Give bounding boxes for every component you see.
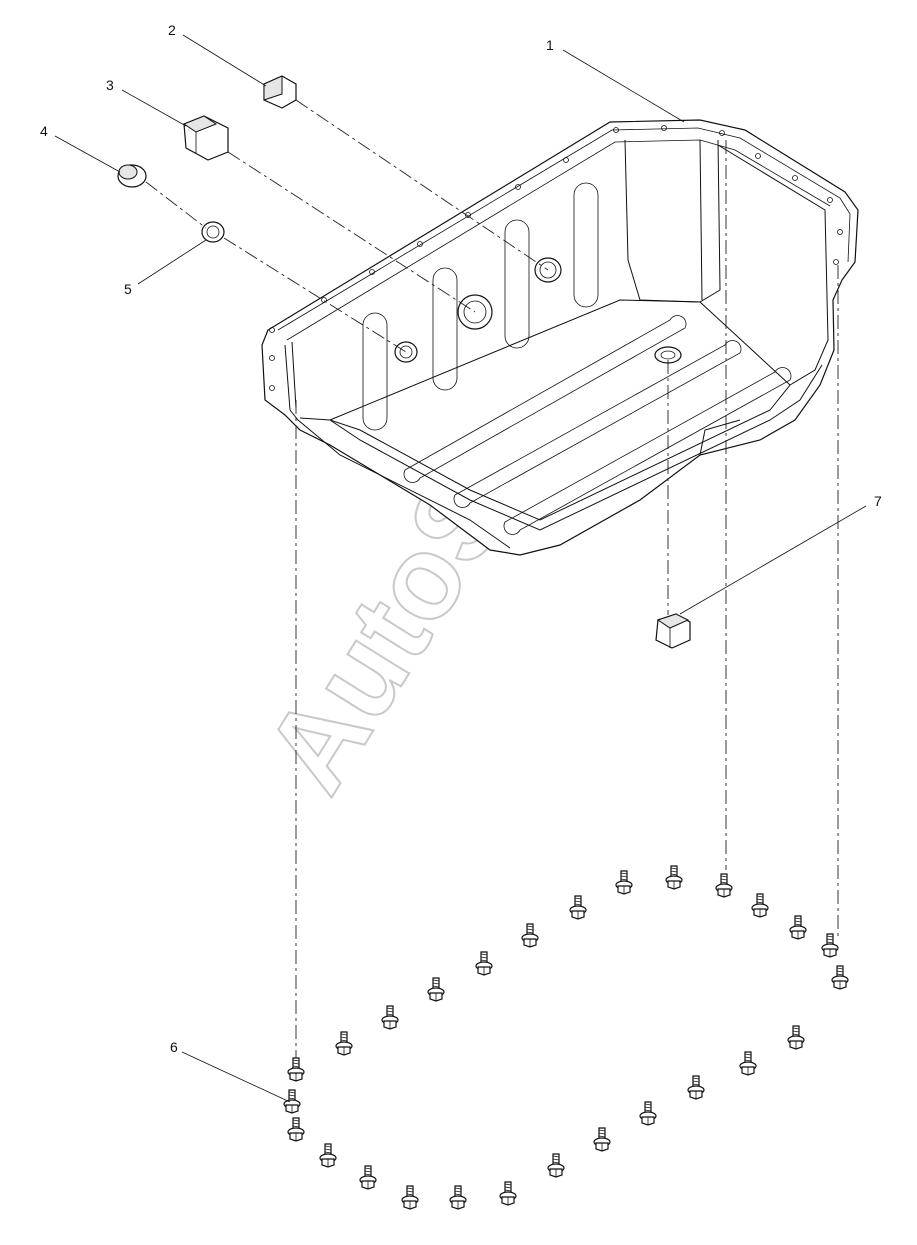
bolt-26[interactable] — [739, 1051, 757, 1076]
bolt-11[interactable] — [427, 977, 445, 1002]
bolt-12[interactable] — [381, 1005, 399, 1030]
washer-part-5[interactable] — [201, 221, 225, 243]
oil-pan[interactable] — [261, 119, 859, 556]
callout-1: 1 — [546, 37, 554, 53]
bolt-10[interactable] — [475, 951, 493, 976]
bolt-7[interactable] — [831, 965, 849, 990]
bolt-25[interactable] — [687, 1075, 705, 1100]
plug-part-3[interactable] — [182, 115, 229, 161]
callout-2: 2 — [168, 22, 176, 38]
alignment-lines — [145, 99, 839, 1060]
bolt-9[interactable] — [521, 923, 539, 948]
bolt-15[interactable] — [283, 1089, 301, 1114]
bolt-3[interactable] — [715, 873, 733, 898]
bolt-22[interactable] — [547, 1153, 565, 1178]
bolt-21[interactable] — [499, 1181, 517, 1206]
bolt-4[interactable] — [751, 893, 769, 918]
bolt-16[interactable] — [287, 1117, 305, 1142]
callout-6: 6 — [170, 1039, 178, 1055]
bolt-2[interactable] — [665, 865, 683, 890]
bolt-24[interactable] — [639, 1101, 657, 1126]
bolt-set-part-6 — [283, 865, 849, 1210]
bolt-6[interactable] — [821, 933, 839, 958]
drain-plug-part-7[interactable] — [655, 613, 691, 649]
leader-lines — [54, 34, 867, 1103]
plug-part-4[interactable] — [117, 164, 147, 188]
bolt-20[interactable] — [449, 1185, 467, 1210]
plug-part-2[interactable] — [263, 75, 297, 109]
callout-3: 3 — [106, 77, 114, 93]
bolt-13[interactable] — [335, 1031, 353, 1056]
bolt-5[interactable] — [789, 915, 807, 940]
bolt-14[interactable] — [287, 1057, 305, 1082]
bolt-19[interactable] — [401, 1185, 419, 1210]
bolt-23[interactable] — [593, 1127, 611, 1152]
callout-4: 4 — [40, 123, 48, 139]
bolt-18[interactable] — [359, 1165, 377, 1190]
callout-5: 5 — [124, 281, 132, 297]
bolt-1[interactable] — [615, 870, 633, 895]
bolt-8[interactable] — [569, 895, 587, 920]
callout-7: 7 — [874, 493, 882, 509]
bolt-17[interactable] — [319, 1143, 337, 1168]
bolt-27[interactable] — [787, 1025, 805, 1050]
